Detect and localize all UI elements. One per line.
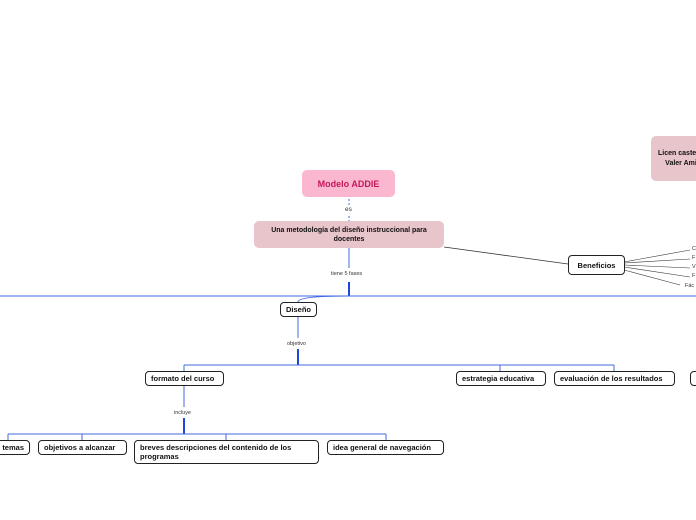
root-node-label: Modelo ADDIE [317,178,380,189]
objective-node-label: formato del curso [151,374,215,383]
benefits-node[interactable]: Beneficios [568,255,625,275]
objective-node-label: evaluación de los resultados [560,374,663,383]
phase-node-label: Diseño [286,305,312,314]
objective-node-offscreen[interactable] [690,371,696,386]
content-node-label: objetivos a alcanzar [44,443,116,452]
connector-label-es: es [343,206,354,214]
objective-node-evaluacion[interactable]: evaluación de los resultados [554,371,675,386]
objective-node-label: estrategia educativa [462,374,535,383]
phase-node-diseno[interactable]: Diseño [280,302,317,317]
connector-label-objetivo: objetivo [285,340,308,348]
content-node-label: breves descripciones del contenido de lo… [140,443,292,461]
author-card-label: Licen castella Valer Ami [658,150,696,167]
content-node-descripciones[interactable]: breves descripciones del contenido de lo… [134,440,319,464]
content-node-label: temas [2,443,24,452]
objective-node-estrategia-educativa[interactable]: estrategia educativa [456,371,546,386]
content-node-label: idea general de navegación [333,443,431,452]
content-node-navegacion[interactable]: idea general de navegación [327,440,444,455]
definition-node[interactable]: Una metodología del diseño instruccional… [254,221,444,248]
definition-node-label: Una metodología del diseño instruccional… [271,226,427,243]
benefit-leaf[interactable]: F [692,273,696,279]
connector-label-incluye: incluye [172,409,194,417]
benefit-leaf[interactable]: V [692,264,696,270]
benefit-leaf[interactable]: C [692,246,696,252]
content-node-objetivos[interactable]: objetivos a alcanzar [38,440,127,455]
connector-label-tiene-5-fases: tiene 5 fases [329,270,365,278]
root-node-modelo-addie[interactable]: Modelo ADDIE [302,170,395,197]
author-card[interactable]: Licen castella Valer Ami [651,136,696,181]
objective-node-formato-del-curso[interactable]: formato del curso [145,371,224,386]
content-node-temas[interactable]: temas [0,440,30,455]
benefit-leaf[interactable]: Fác [685,283,695,289]
benefit-leaf[interactable]: F [692,255,696,261]
benefits-node-label: Beneficios [577,260,616,270]
